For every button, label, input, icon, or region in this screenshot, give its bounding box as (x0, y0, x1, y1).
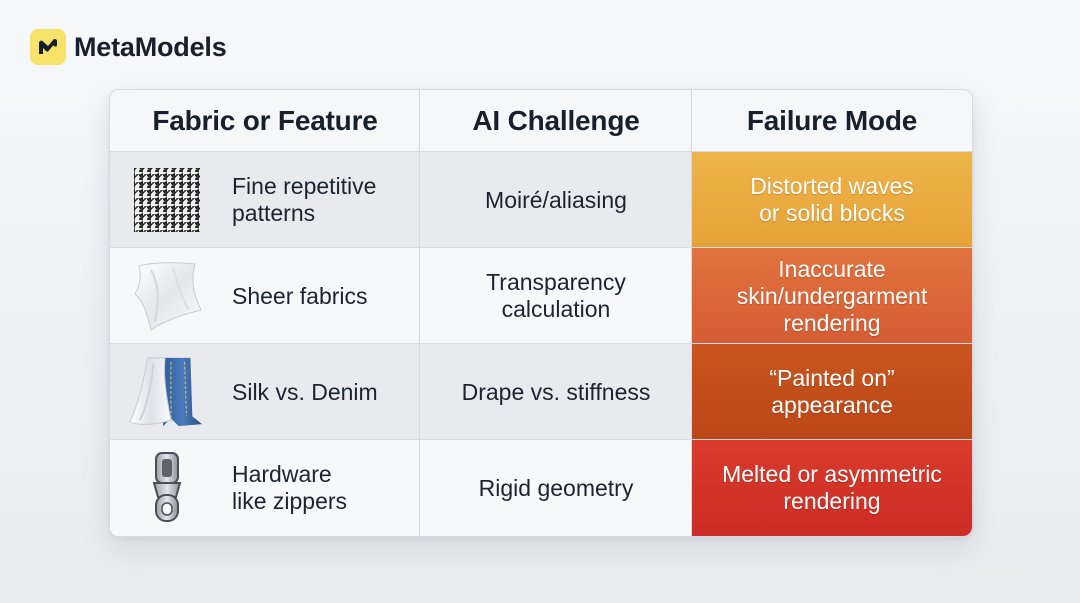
column-divider (419, 90, 420, 536)
metamodels-logo-icon (30, 29, 66, 65)
brand: MetaModels (30, 28, 227, 66)
column-divider (691, 90, 692, 536)
table-row: Sheer fabrics Transparency calculation I… (110, 248, 972, 344)
table-row: Hardware like zippers Rigid geometry Mel… (110, 440, 972, 536)
challenge-label: Transparency calculation (486, 269, 626, 322)
zipper-icon (128, 452, 206, 524)
challenge-label: Moiré/aliasing (485, 186, 627, 213)
feature-label: Sheer fabrics (232, 282, 368, 309)
houndstooth-pattern-icon (128, 164, 206, 236)
feature-label: Hardware like zippers (232, 461, 348, 514)
failure-label: “Painted on” appearance (769, 365, 895, 418)
feature-label: Fine repetitive patterns (232, 173, 377, 226)
feature-cell: Fine repetitive patterns (110, 152, 420, 248)
row-divider (110, 343, 972, 344)
failure-cell: Melted or asymmetric rendering (692, 440, 972, 536)
silk-denim-icon (128, 356, 206, 428)
table-row: Fine repetitive patterns Moiré/aliasing … (110, 152, 972, 248)
header-failure-mode: Failure Mode (746, 104, 918, 136)
table-row: Silk vs. Denim Drape vs. stiffness “Pain… (110, 344, 972, 440)
failure-cell: Inaccurate skin/undergarment rendering (692, 248, 972, 344)
row-divider (110, 247, 972, 248)
row-divider (110, 439, 972, 440)
feature-cell: Sheer fabrics (110, 248, 420, 344)
challenge-cell: Drape vs. stiffness (420, 344, 692, 440)
brand-name: MetaModels (74, 31, 227, 62)
failure-label: Melted or asymmetric rendering (722, 461, 942, 514)
failure-cell: Distorted waves or solid blocks (692, 152, 972, 248)
feature-cell: Silk vs. Denim (110, 344, 420, 440)
failure-label: Distorted waves or solid blocks (750, 173, 914, 226)
failure-label: Inaccurate skin/undergarment rendering (736, 255, 928, 336)
challenge-label: Drape vs. stiffness (461, 378, 651, 405)
challenge-cell: Moiré/aliasing (420, 152, 692, 248)
failure-cell: “Painted on” appearance (692, 344, 972, 440)
table-header-row: Fabric or Feature AI Challenge Failure M… (110, 90, 972, 152)
header-fabric-or-feature: Fabric or Feature (152, 104, 378, 136)
challenge-cell: Rigid geometry (420, 440, 692, 536)
challenge-cell: Transparency calculation (420, 248, 692, 344)
sheer-fabric-icon (128, 260, 206, 332)
feature-cell: Hardware like zippers (110, 440, 420, 536)
header-ai-challenge: AI Challenge (472, 104, 640, 136)
challenge-label: Rigid geometry (478, 474, 634, 501)
comparison-table: Fabric or Feature AI Challenge Failure M… (109, 89, 973, 537)
feature-label: Silk vs. Denim (232, 378, 378, 405)
